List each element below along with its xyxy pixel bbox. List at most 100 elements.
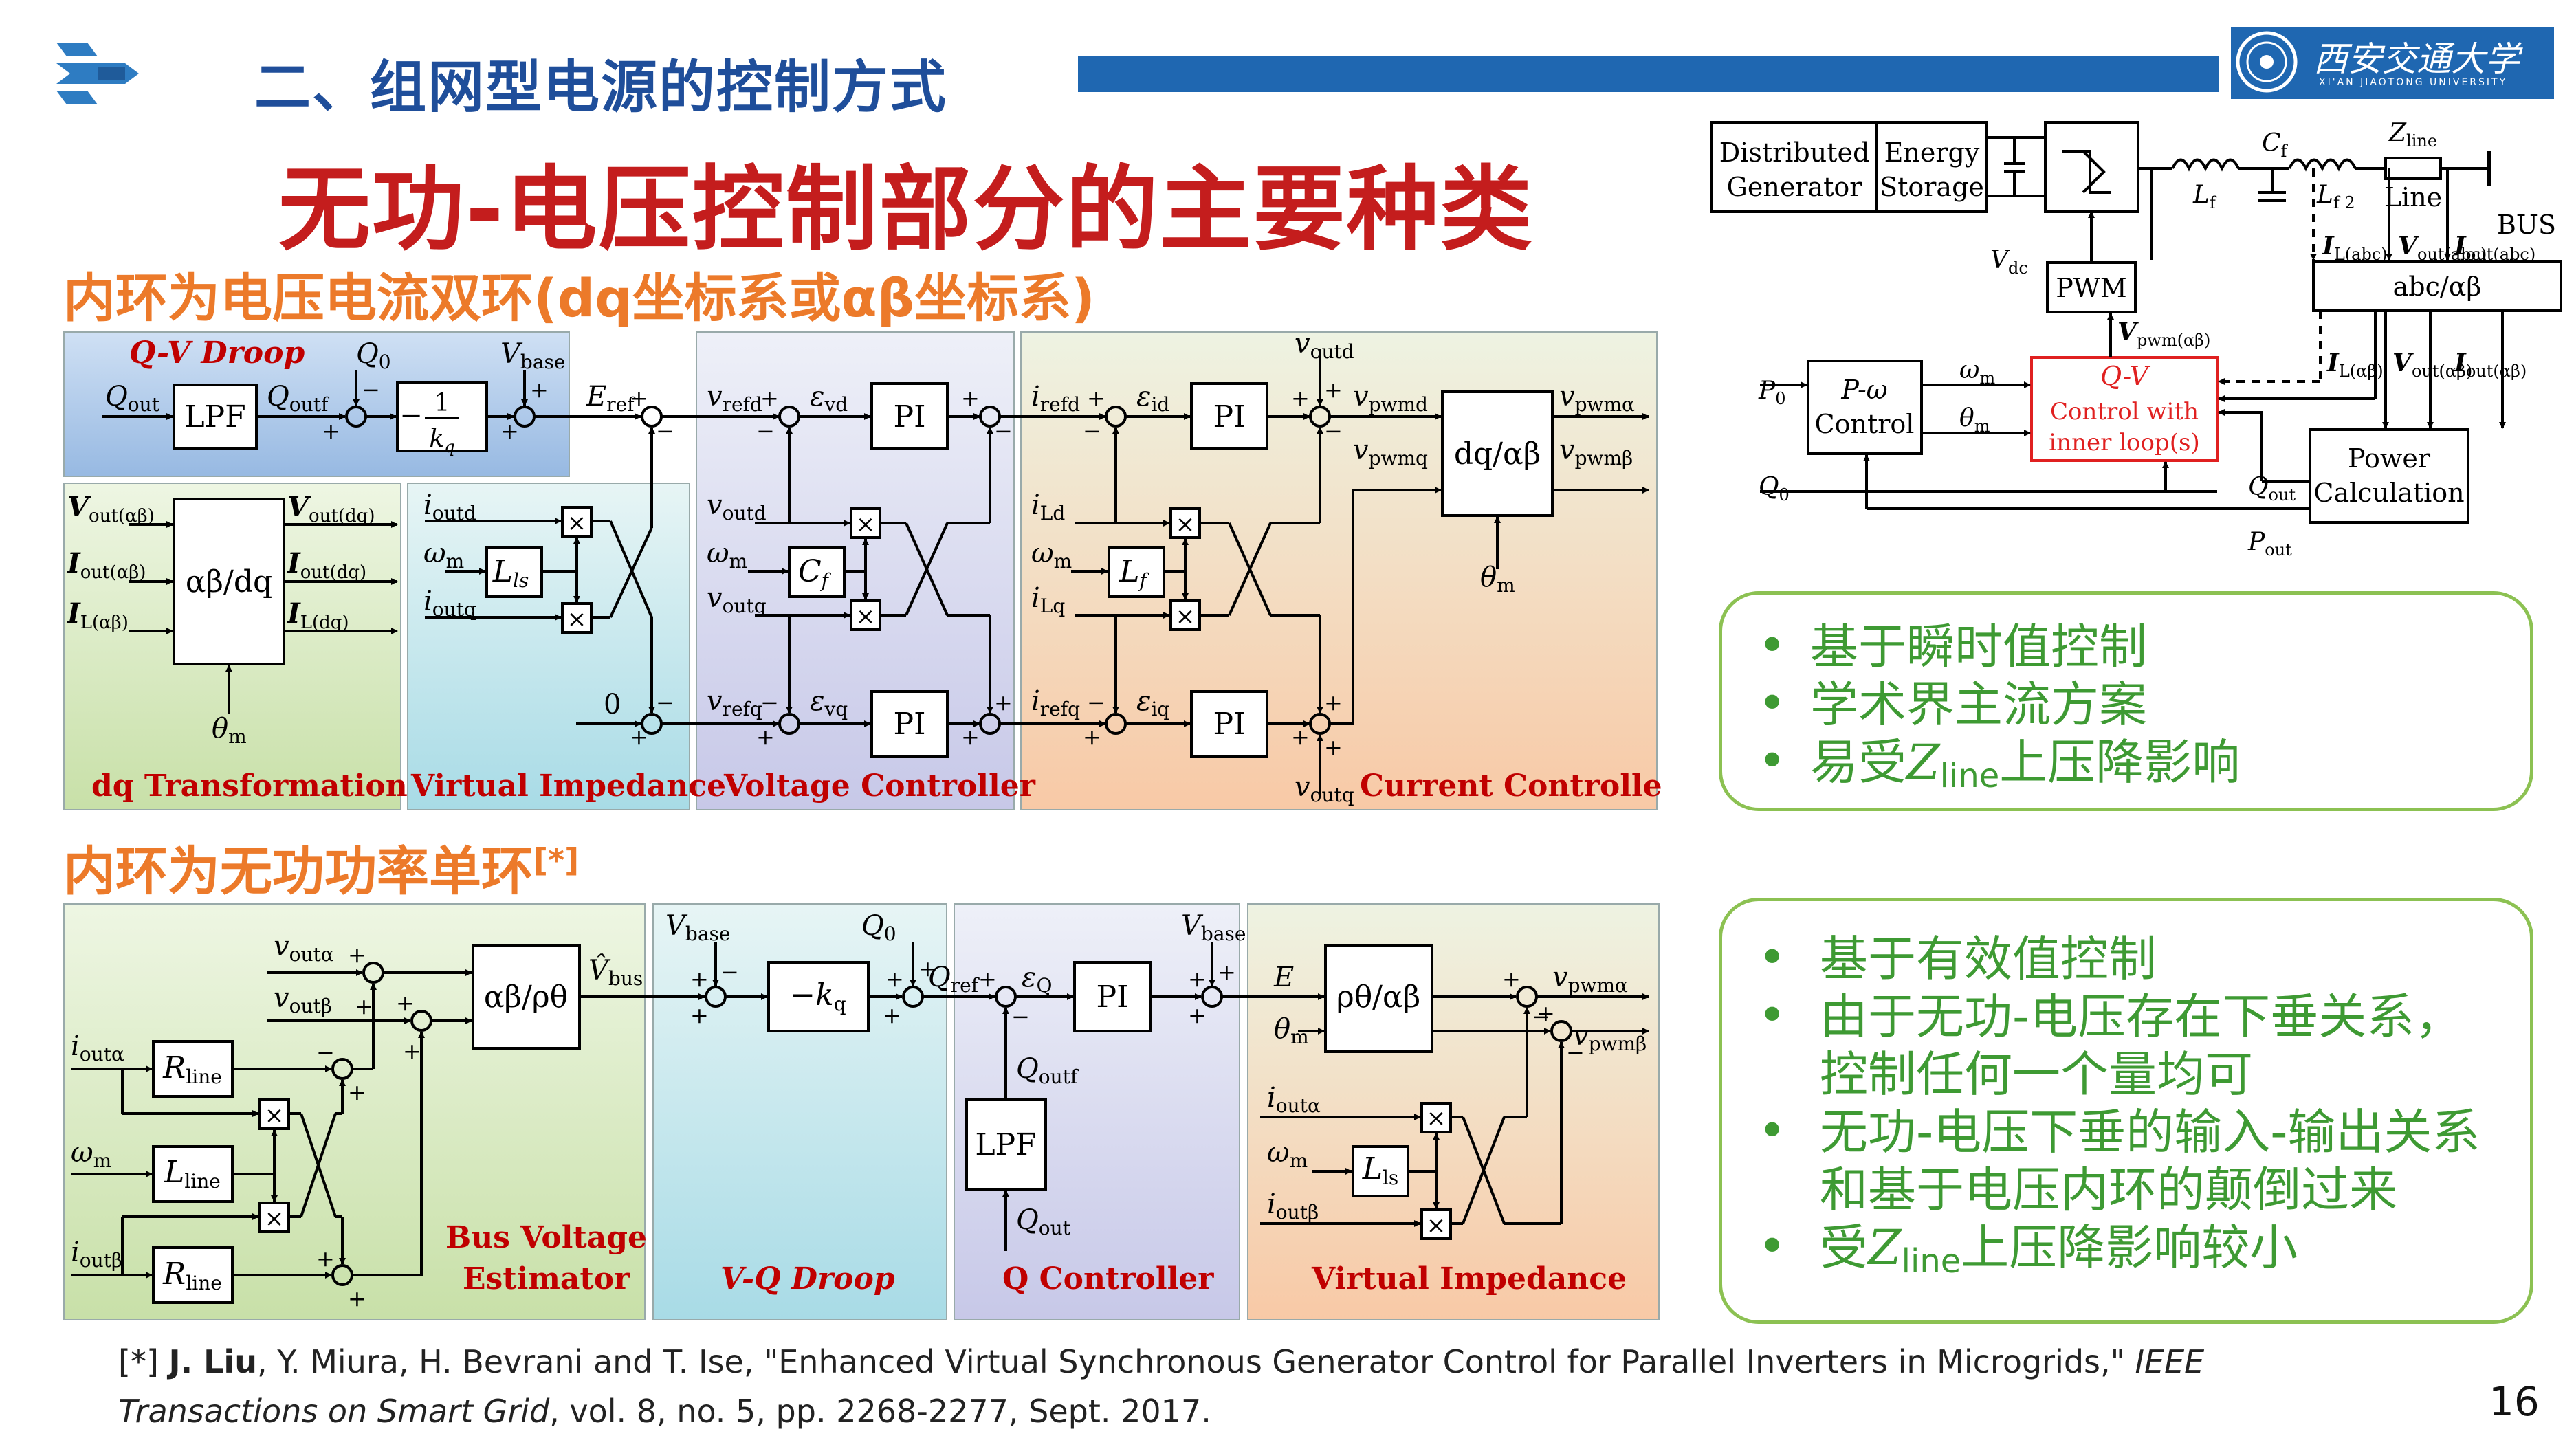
- svg-text:voutq: voutq: [707, 582, 767, 617]
- svg-text:×: ×: [265, 1205, 285, 1232]
- svg-text:−: −: [1566, 1039, 1585, 1065]
- svg-text:εid: εid: [1136, 381, 1169, 416]
- svg-text:+: +: [1291, 385, 1310, 411]
- header-rule: [2231, 96, 2554, 99]
- rtab-block: ρθ/αβ: [1336, 980, 1420, 1015]
- svg-text:+: +: [918, 955, 937, 982]
- svg-text:+: +: [994, 689, 1013, 716]
- svg-text:voutd: voutd: [1295, 329, 1354, 363]
- svg-text:Vbase: Vbase: [1181, 910, 1246, 945]
- svg-text:Iout(αβ): Iout(αβ): [67, 547, 146, 583]
- svg-text:ωm: ωm: [707, 538, 747, 573]
- svg-text:+: +: [348, 1285, 366, 1312]
- pi-block-vd: PI: [894, 399, 926, 434]
- main-title: 无功-电压控制部分的主要种类: [278, 156, 1534, 263]
- svg-text:ioutα: ioutα: [1267, 1082, 1321, 1117]
- label-dq-transformation: dq Transformation: [91, 768, 408, 804]
- svg-text:vpwmq: vpwmq: [1353, 434, 1428, 469]
- svg-text:ωm: ωm: [423, 538, 464, 573]
- svg-text:+: +: [690, 1002, 709, 1028]
- university-subtitle: XI'AN JIAOTONG UNIVERSITY: [2319, 77, 2508, 88]
- page-number: 16: [2489, 1378, 2540, 1425]
- abrt-block: αβ/ρθ: [484, 980, 568, 1015]
- diagram-dual-loop: LPF 1 kq − αβ/dq Lls Cf Lf PI PI PI PI d…: [63, 329, 1662, 810]
- svg-text:ioutβ: ioutβ: [71, 1237, 122, 1272]
- label-vq-droop: V-Q Droop: [720, 1261, 895, 1296]
- svg-text:Calculation: Calculation: [2313, 478, 2464, 508]
- svg-text:θm: θm: [212, 713, 247, 748]
- neg-kq-block: −kq: [790, 977, 846, 1015]
- bullet-item: •无功-电压下垂的输入-输出关系: [1758, 1103, 2480, 1160]
- svg-text:Vbase: Vbase: [500, 338, 565, 373]
- svg-text:Qout: Qout: [2248, 473, 2296, 505]
- svg-text:−: −: [760, 689, 779, 716]
- pwm-block: PWM: [2056, 273, 2127, 303]
- svg-text:×: ×: [265, 1102, 285, 1129]
- svg-text:iLd: iLd: [1031, 489, 1065, 524]
- svg-text:vpwmβ: vpwmβ: [1573, 1020, 1647, 1055]
- svg-text:ioutq: ioutq: [423, 586, 476, 621]
- svg-text:vpwmα: vpwmα: [1559, 381, 1635, 416]
- svg-text:IL(abc): IL(abc): [2322, 232, 2388, 264]
- label-current-controller: Current Controller: [1360, 768, 1662, 804]
- svg-text:iLq: iLq: [1031, 582, 1065, 617]
- svg-text:Energy: Energy: [1884, 137, 1980, 168]
- svg-text:+: +: [1188, 1002, 1207, 1028]
- svg-text:+: +: [1324, 734, 1343, 760]
- svg-text:Pout: Pout: [2247, 528, 2292, 560]
- section-heading-1: 内环为电压电流双环(dq坐标系或αβ坐标系): [63, 267, 1095, 329]
- svg-text:+: +: [1324, 377, 1343, 403]
- svg-text:+: +: [396, 990, 415, 1016]
- svg-text:−: −: [656, 689, 674, 716]
- svg-text:Storage: Storage: [1880, 172, 1984, 202]
- svg-text:+: +: [760, 385, 779, 411]
- university-seal-icon: [2236, 31, 2298, 93]
- svg-text:ωm: ωm: [1959, 356, 1995, 388]
- svg-text:Q0: Q0: [861, 910, 896, 945]
- svg-text:BUS: BUS: [2497, 210, 2556, 240]
- lpf-block-q: LPF: [975, 1127, 1036, 1162]
- bullet-box-rms: •基于有效值控制 •由于无功-电压存在下垂关系， 控制任何一个量均可 •无功-电…: [1719, 898, 2533, 1324]
- bullet-item-continued: 控制任何一个量均可: [1820, 1046, 2253, 1103]
- footnote-reference: [*] J. Liu, Y. Miura, H. Bevrani and T. …: [118, 1343, 2205, 1430]
- header-bar: [1078, 56, 2219, 92]
- svg-text:−: −: [316, 1039, 335, 1065]
- svg-text:P0: P0: [1758, 377, 1786, 408]
- svg-text:+: +: [756, 724, 775, 750]
- svg-text:−: −: [720, 959, 739, 985]
- svg-text:εQ: εQ: [1022, 962, 1052, 997]
- svg-text:IL(αβ): IL(αβ): [2326, 349, 2384, 381]
- svg-text:Qout: Qout: [105, 381, 160, 416]
- svg-text:Distributed: Distributed: [1719, 137, 1870, 168]
- svg-text:V̂bus: V̂bus: [588, 955, 643, 990]
- lline-block: Lline: [164, 1155, 221, 1193]
- svg-text:Vdc: Vdc: [1990, 246, 2028, 278]
- diagram-single-loop: αβ/ρθ Rline Lline Rline −kq PI LPF ρθ/αβ…: [63, 903, 1660, 1320]
- svg-text:Control with: Control with: [2050, 398, 2199, 425]
- svg-text:+: +: [1502, 966, 1521, 992]
- svg-text:×: ×: [1427, 1105, 1446, 1132]
- svg-text:+: +: [500, 418, 519, 444]
- svg-text:×: ×: [856, 603, 876, 630]
- arrow-logo-icon: [56, 43, 139, 104]
- pi-block-iq: PI: [1213, 707, 1246, 742]
- svg-text:Lf 2: Lf 2: [2316, 181, 2355, 212]
- svg-text:Eref: Eref: [586, 381, 636, 416]
- svg-text:−: −: [756, 418, 775, 444]
- svg-text:εvq: εvq: [810, 685, 848, 720]
- svg-text:Control: Control: [1815, 409, 1915, 439]
- svg-text:+: +: [690, 966, 709, 992]
- svg-text:+: +: [630, 724, 648, 750]
- svg-text:E: E: [1273, 962, 1294, 993]
- svg-text:Iout(dq): Iout(dq): [287, 547, 366, 583]
- svg-text:inner loop(s): inner loop(s): [2049, 429, 2199, 456]
- svg-text:Qoutf: Qoutf: [267, 381, 330, 416]
- svg-text:Vout(abc): Vout(abc): [2398, 232, 2487, 264]
- svg-text:+: +: [1324, 689, 1343, 716]
- dqab-block: dq/αβ: [1454, 436, 1541, 472]
- svg-text:ωm: ωm: [1267, 1137, 1308, 1172]
- svg-text:−: −: [1011, 1004, 1030, 1030]
- svg-text:−: −: [1532, 1004, 1550, 1030]
- svg-text:+: +: [348, 942, 366, 968]
- svg-text:Qref: Qref: [928, 962, 980, 997]
